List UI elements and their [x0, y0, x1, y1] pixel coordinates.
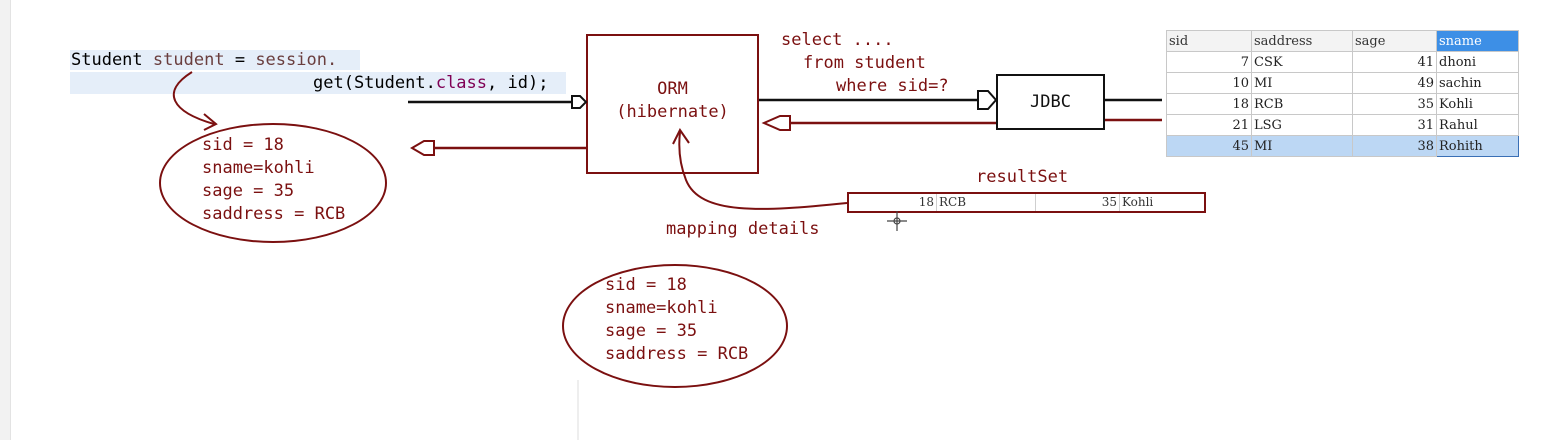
code-variable: student: [152, 50, 225, 70]
cursor-crosshair-icon: [887, 211, 907, 231]
resultset-cell-sage: 35: [1036, 194, 1120, 211]
curve-arrowhead-variable: [203, 113, 218, 131]
object-bottom-field-sage: sage = 35: [605, 321, 698, 341]
table-row[interactable]: 7 CSK 41 dhoni: [1166, 51, 1519, 73]
cell-sage[interactable]: 41: [1352, 51, 1437, 73]
code-keyword: class: [435, 73, 488, 93]
cell-sid[interactable]: 10: [1166, 72, 1252, 94]
table-row-selected[interactable]: 45 MI 38 Rohith: [1166, 135, 1519, 157]
resultset-label: resultSet: [976, 167, 1069, 187]
object-top-field-sage: sage = 35: [202, 181, 295, 201]
column-header-saddress[interactable]: saddress: [1251, 30, 1353, 52]
cell-sage[interactable]: 35: [1352, 93, 1437, 115]
cell-sid[interactable]: 7: [1166, 51, 1252, 73]
curve-arrowhead-mapping: [672, 128, 690, 145]
orm-label: ORM: [657, 79, 688, 99]
arrowhead-orm-to-jdbc: [977, 90, 998, 110]
resultset-cell-saddress: RCB: [937, 194, 1036, 211]
cell-sid[interactable]: 45: [1166, 135, 1252, 157]
cell-sname[interactable]: Rahul: [1436, 114, 1519, 136]
cell-sname[interactable]: sachin: [1436, 72, 1519, 94]
object-ellipse-top: [159, 123, 387, 243]
cell-saddress[interactable]: MI: [1251, 135, 1353, 157]
resultset-cell-sname: Kohli: [1122, 195, 1154, 209]
arrowhead-orm-to-object: [410, 140, 435, 156]
jdbc-box: JDBC: [996, 74, 1105, 130]
cell-sage[interactable]: 49: [1352, 72, 1437, 94]
code-line-1: Student student = session.: [71, 50, 337, 70]
object-top-field-saddress: saddress = RCB: [202, 204, 346, 224]
query-where: where sid=?: [836, 76, 949, 96]
mapping-details-label: mapping details: [666, 219, 820, 239]
table-row[interactable]: 10 MI 49 sachin: [1166, 72, 1519, 94]
cell-sage[interactable]: 38: [1352, 135, 1437, 157]
curve-resultset-to-orm: [678, 131, 848, 210]
code-method: get(Student.: [313, 73, 436, 93]
cell-saddress[interactable]: RCB: [1251, 93, 1353, 115]
cell-sname[interactable]: dhoni: [1436, 51, 1519, 73]
code-highlight-line1: [70, 50, 360, 70]
cell-saddress[interactable]: LSG: [1251, 114, 1353, 136]
query-select: select ....: [781, 30, 894, 50]
column-header-sage[interactable]: sage: [1352, 30, 1437, 52]
object-bottom-field-sid: sid = 18: [605, 275, 687, 295]
orm-box: [586, 34, 759, 174]
object-bottom-field-sname: sname=kohli: [605, 298, 718, 318]
object-ellipse-bottom: [562, 264, 788, 388]
code-line-2: get(Student.class, id);: [313, 73, 548, 93]
code-type: Student: [71, 50, 143, 70]
curve-variable-to-object: [172, 71, 215, 125]
left-gutter: [0, 0, 11, 440]
object-bottom-field-saddress: saddress = RCB: [605, 344, 749, 364]
orm-sublabel: (hibernate): [616, 102, 729, 122]
object-top-field-sid: sid = 18: [202, 135, 284, 155]
arrowhead-jdbc-to-orm: [761, 115, 791, 131]
query-from: from student: [803, 53, 926, 73]
table-row[interactable]: 18 RCB 35 Kohli: [1166, 93, 1519, 115]
resultset-row: 18 RCB 35 Kohli: [847, 192, 1206, 213]
code-args: , id);: [487, 73, 549, 93]
code-highlight-line2: [70, 72, 566, 94]
faint-divider: [577, 380, 579, 440]
cell-saddress[interactable]: CSK: [1251, 51, 1353, 73]
resultset-cell-sid: 18: [849, 194, 937, 211]
code-equals: =: [234, 50, 246, 70]
cell-sname[interactable]: Kohli: [1436, 93, 1519, 115]
student-table: sid saddress sage sname 7 CSK 41 dhoni 1…: [1166, 30, 1519, 157]
arrowhead-code-to-orm: [571, 95, 588, 109]
cell-sid[interactable]: 18: [1166, 93, 1252, 115]
jdbc-label: JDBC: [1030, 92, 1071, 112]
column-header-sid[interactable]: sid: [1166, 30, 1252, 52]
column-header-sname[interactable]: sname: [1436, 30, 1519, 52]
table-row[interactable]: 21 LSG 31 Rahul: [1166, 114, 1519, 136]
code-session: session.: [255, 50, 338, 70]
cell-sname[interactable]: Rohith: [1436, 135, 1519, 157]
cell-saddress[interactable]: MI: [1251, 72, 1353, 94]
object-top-field-sname: sname=kohli: [202, 158, 315, 178]
cell-sid[interactable]: 21: [1166, 114, 1252, 136]
cell-sage[interactable]: 31: [1352, 114, 1437, 136]
